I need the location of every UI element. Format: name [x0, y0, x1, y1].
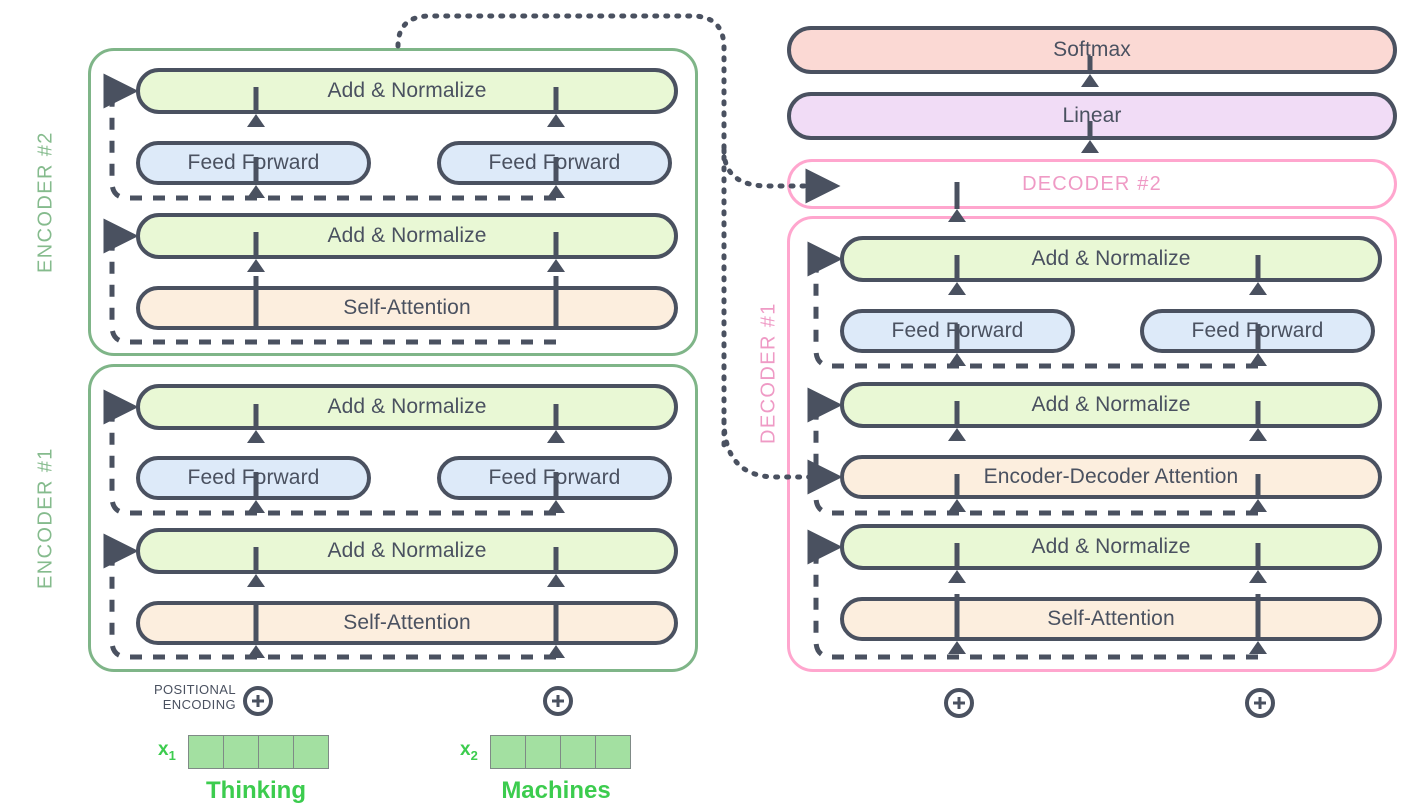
- token-2-embedding: [490, 735, 631, 769]
- token-2-word: Machines: [501, 777, 611, 804]
- token-1-embedding: [188, 735, 329, 769]
- encoder2-add-normalize-top: Add & Normalize: [136, 68, 678, 114]
- positional-encoding-label: POSITIONAL ENCODING: [153, 682, 236, 712]
- token-2-vector-index: 2: [470, 747, 478, 763]
- decoder-block-2-label: DECODER #2: [1022, 172, 1162, 195]
- embedding-cell: [490, 735, 526, 769]
- encoder2-self-attention: Self-Attention: [136, 286, 678, 330]
- decoder1-add-normalize-top: Add & Normalize: [840, 236, 1382, 282]
- encoder1-add-normalize-top: Add & Normalize: [136, 384, 678, 430]
- decoder1-add-normalize-bottom: Add & Normalize: [840, 524, 1382, 570]
- embedding-cell: [258, 735, 294, 769]
- encoder-block-1-frame: [88, 364, 698, 672]
- encoder-block-2-label: ENCODER #2: [34, 131, 57, 273]
- embedding-cell: [223, 735, 259, 769]
- decoder1-encoder-decoder-attention: Encoder-Decoder Attention: [840, 455, 1382, 499]
- encoder1-add-normalize-bottom: Add & Normalize: [136, 528, 678, 574]
- embedding-cell: [525, 735, 561, 769]
- token-1-word: Thinking: [206, 777, 306, 804]
- plus-circle-icon-enc-2: [543, 686, 573, 716]
- plus-circle-icon-dec-2: [1245, 688, 1275, 718]
- embedding-cell: [188, 735, 224, 769]
- plus-circle-icon-enc-1: [243, 686, 273, 716]
- embedding-cell: [595, 735, 631, 769]
- token-1-vector-index: 1: [168, 747, 176, 763]
- token-2-vector-label: x2: [460, 739, 478, 763]
- plus-circle-icon-dec-1: [944, 688, 974, 718]
- embedding-cell: [560, 735, 596, 769]
- decoder1-add-normalize-mid: Add & Normalize: [840, 382, 1382, 428]
- encoder1-self-attention: Self-Attention: [136, 601, 678, 645]
- decoder-block-1-label: DECODER #1: [757, 302, 780, 444]
- encoder2-add-normalize-bottom: Add & Normalize: [136, 213, 678, 259]
- embedding-cell: [293, 735, 329, 769]
- decoder1-self-attention: Self-Attention: [840, 597, 1382, 641]
- encoder-block-1-label: ENCODER #1: [34, 447, 57, 589]
- token-1-vector-label: x1: [158, 739, 176, 763]
